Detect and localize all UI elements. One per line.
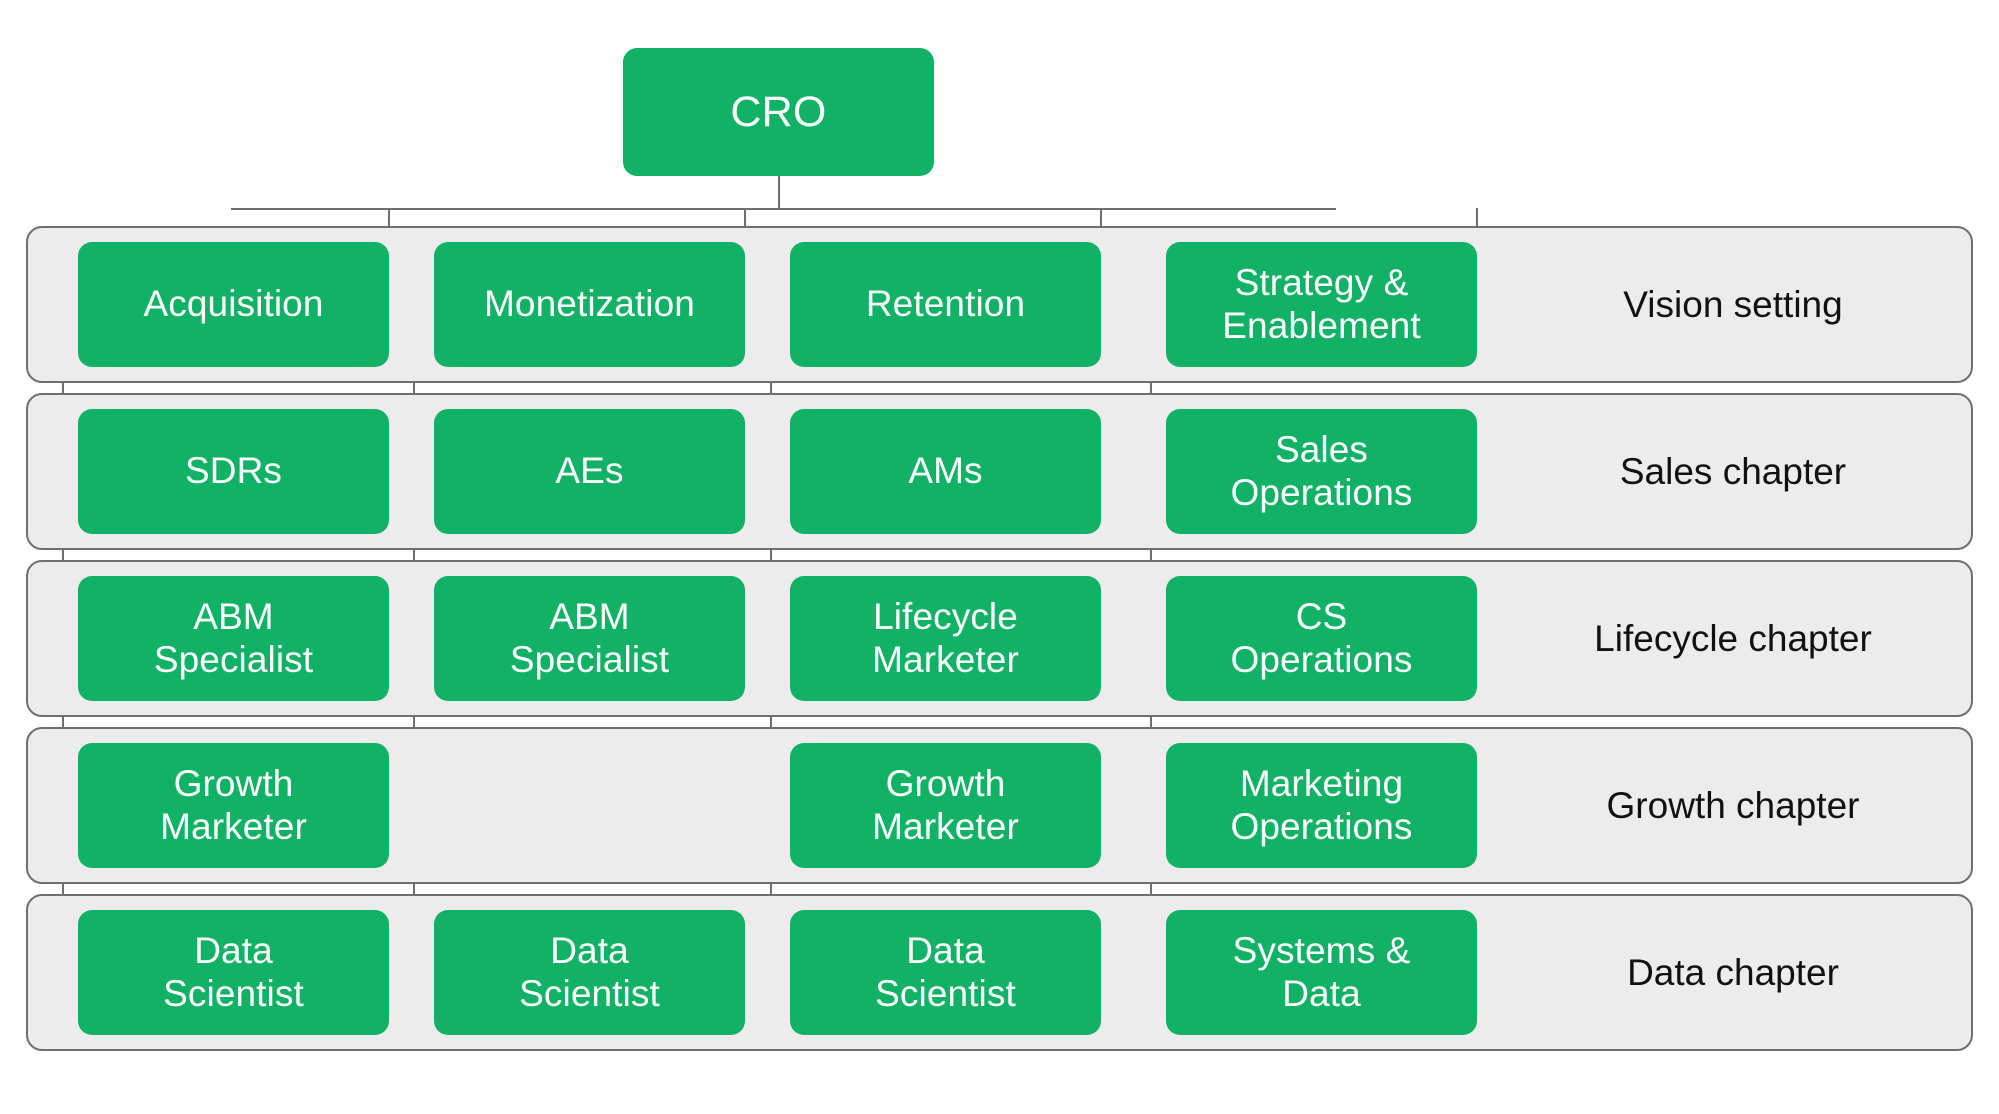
row-label-data-chapter: Data chapter <box>1627 951 1839 993</box>
node-lifecycle-chapter-strategy[interactable]: CS Operations <box>1166 576 1477 701</box>
node-label-lifecycle-chapter-acquisition: ABM Specialist <box>153 595 314 680</box>
node-cro-label: CRO <box>730 87 827 136</box>
row-label-sales-chapter: Sales chapter <box>1619 450 1847 492</box>
node-label-sales-chapter-monetization: AEs <box>555 450 624 492</box>
node-label-data-chapter-strategy: Systems & Data <box>1232 929 1411 1014</box>
connector-drop-acquisition <box>388 208 390 242</box>
connector-root-stem <box>777 176 780 208</box>
node-label-sales-chapter-retention: AMs <box>908 450 983 492</box>
node-lifecycle-chapter-monetization[interactable]: ABM Specialist <box>434 576 745 701</box>
connector-drop-retention <box>1100 208 1102 242</box>
node-label-vision-setting-retention: Retention <box>865 283 1026 325</box>
node-label-lifecycle-chapter-retention: Lifecycle Marketer <box>872 595 1019 680</box>
node-label-growth-chapter-retention: Growth Marketer <box>872 762 1019 847</box>
node-label-data-chapter-retention: Data Scientist <box>875 929 1016 1014</box>
node-vision-setting-acquisition[interactable]: Acquisition <box>78 242 389 367</box>
node-label-data-chapter-monetization: Data Scientist <box>519 929 660 1014</box>
row-label-vision-setting: Vision setting <box>1623 283 1843 325</box>
node-growth-chapter-strategy[interactable]: Marketing Operations <box>1166 743 1477 868</box>
connector-drop-strategy <box>1476 208 1478 242</box>
node-data-chapter-monetization[interactable]: Data Scientist <box>434 910 745 1035</box>
node-label-growth-chapter-acquisition: Growth Marketer <box>160 762 307 847</box>
node-label-data-chapter-acquisition: Data Scientist <box>163 929 304 1014</box>
node-label-vision-setting-acquisition: Acquisition <box>143 283 324 325</box>
node-cro[interactable]: CRO <box>623 48 934 176</box>
node-sales-chapter-retention[interactable]: AMs <box>790 409 1101 534</box>
node-sales-chapter-strategy[interactable]: Sales Operations <box>1166 409 1477 534</box>
node-sales-chapter-acquisition[interactable]: SDRs <box>78 409 389 534</box>
row-label-lifecycle-chapter: Lifecycle chapter <box>1594 617 1872 659</box>
node-lifecycle-chapter-retention[interactable]: Lifecycle Marketer <box>790 576 1101 701</box>
node-vision-setting-strategy[interactable]: Strategy & Enablement <box>1166 242 1477 367</box>
node-growth-chapter-retention[interactable]: Growth Marketer <box>790 743 1101 868</box>
node-data-chapter-acquisition[interactable]: Data Scientist <box>78 910 389 1035</box>
node-sales-chapter-monetization[interactable]: AEs <box>434 409 745 534</box>
node-label-vision-setting-strategy: Strategy & Enablement <box>1222 261 1421 346</box>
node-label-growth-chapter-strategy: Marketing Operations <box>1230 762 1413 847</box>
node-growth-chapter-acquisition[interactable]: Growth Marketer <box>78 743 389 868</box>
node-label-sales-chapter-acquisition: SDRs <box>184 450 283 492</box>
node-lifecycle-chapter-acquisition[interactable]: ABM Specialist <box>78 576 389 701</box>
node-label-sales-chapter-strategy: Sales Operations <box>1230 428 1413 513</box>
node-label-lifecycle-chapter-strategy: CS Operations <box>1230 595 1413 680</box>
row-label-growth-chapter: Growth chapter <box>1606 784 1860 826</box>
node-vision-setting-monetization[interactable]: Monetization <box>434 242 745 367</box>
node-data-chapter-retention[interactable]: Data Scientist <box>790 910 1101 1035</box>
node-data-chapter-strategy[interactable]: Systems & Data <box>1166 910 1477 1035</box>
connector-drop-monetization <box>744 208 746 242</box>
node-vision-setting-retention[interactable]: Retention <box>790 242 1101 367</box>
node-label-lifecycle-chapter-monetization: ABM Specialist <box>509 595 670 680</box>
node-label-vision-setting-monetization: Monetization <box>484 283 695 325</box>
connector-bus <box>231 208 1336 210</box>
